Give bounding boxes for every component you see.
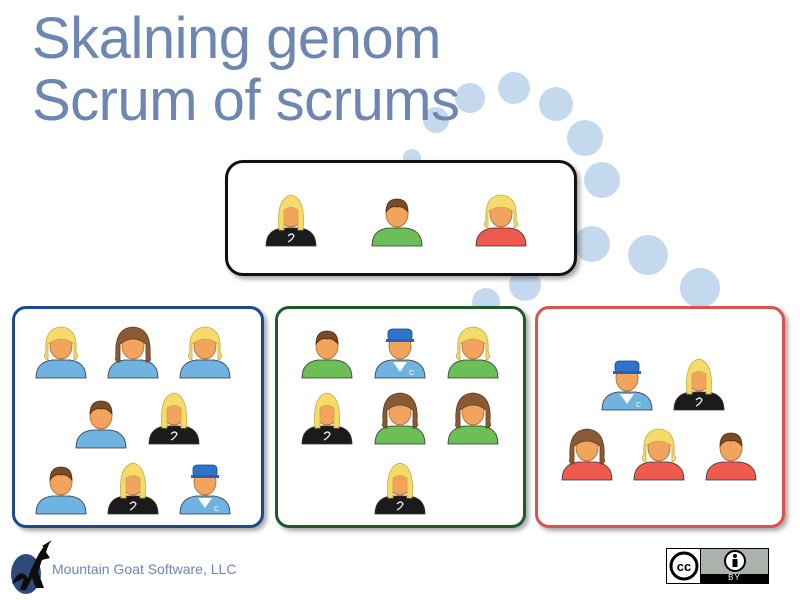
person-man-blue-icon <box>30 458 92 516</box>
team-red-box <box>535 306 785 528</box>
svg-text:C: C <box>214 506 219 513</box>
person-blonde-dark-shirt-icon <box>102 458 164 516</box>
person-man-red-icon <box>700 424 762 482</box>
person-man-green-icon <box>296 322 358 380</box>
attribution-icon <box>724 550 746 572</box>
svg-text:C: C <box>409 370 414 377</box>
title-line-1: Skalning genom <box>32 6 441 71</box>
person-brunette-green-icon <box>442 388 504 446</box>
title-line-2: Scrum of scrums <box>32 68 460 133</box>
person-cap-blue-icon: C <box>596 354 658 412</box>
slide-title: Skalning genom Scrum of scrums <box>32 8 592 132</box>
company-name: Mountain Goat Software, LLC <box>52 561 237 577</box>
person-man-blue-icon <box>70 392 132 450</box>
person-blonde-red-icon <box>470 190 532 248</box>
person-blonde-dark-shirt-icon <box>296 388 358 446</box>
person-blonde-green-icon <box>442 322 504 380</box>
person-blonde-dark-shirt-icon <box>369 458 431 516</box>
cc-by-label: BY <box>728 573 741 582</box>
person-blonde-dark-shirt-icon <box>260 190 322 248</box>
person-brunette-red-icon <box>556 424 618 482</box>
creative-commons-icon: cc <box>669 551 699 581</box>
svg-text:C: C <box>636 402 641 409</box>
person-man-green-icon <box>366 190 428 248</box>
person-blonde-dark-shirt-icon <box>143 388 205 446</box>
svg-text:cc: cc <box>677 559 691 574</box>
person-blonde-dark-shirt-icon <box>668 354 730 412</box>
person-blonde-blue-icon <box>174 322 236 380</box>
person-brunette-green-icon <box>369 388 431 446</box>
person-blonde-red-icon <box>628 424 690 482</box>
cc-license-badge[interactable]: cc BY <box>666 548 769 584</box>
person-blonde-blue-icon <box>30 322 92 380</box>
mountain-goat-icon <box>11 540 52 594</box>
person-cap-blue-icon: C <box>174 458 236 516</box>
person-cap-blue-icon: C <box>369 322 431 380</box>
person-brunette-blue-icon <box>102 322 164 380</box>
